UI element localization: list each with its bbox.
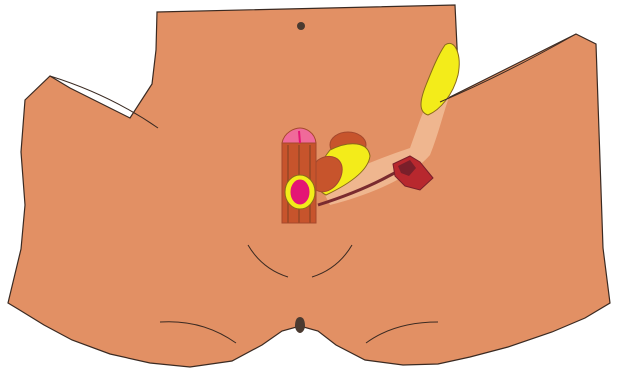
umbilicus-icon <box>297 22 305 30</box>
column-top-slit <box>299 131 300 143</box>
navel-bottom-icon <box>295 317 305 333</box>
stoma-center <box>291 180 309 204</box>
